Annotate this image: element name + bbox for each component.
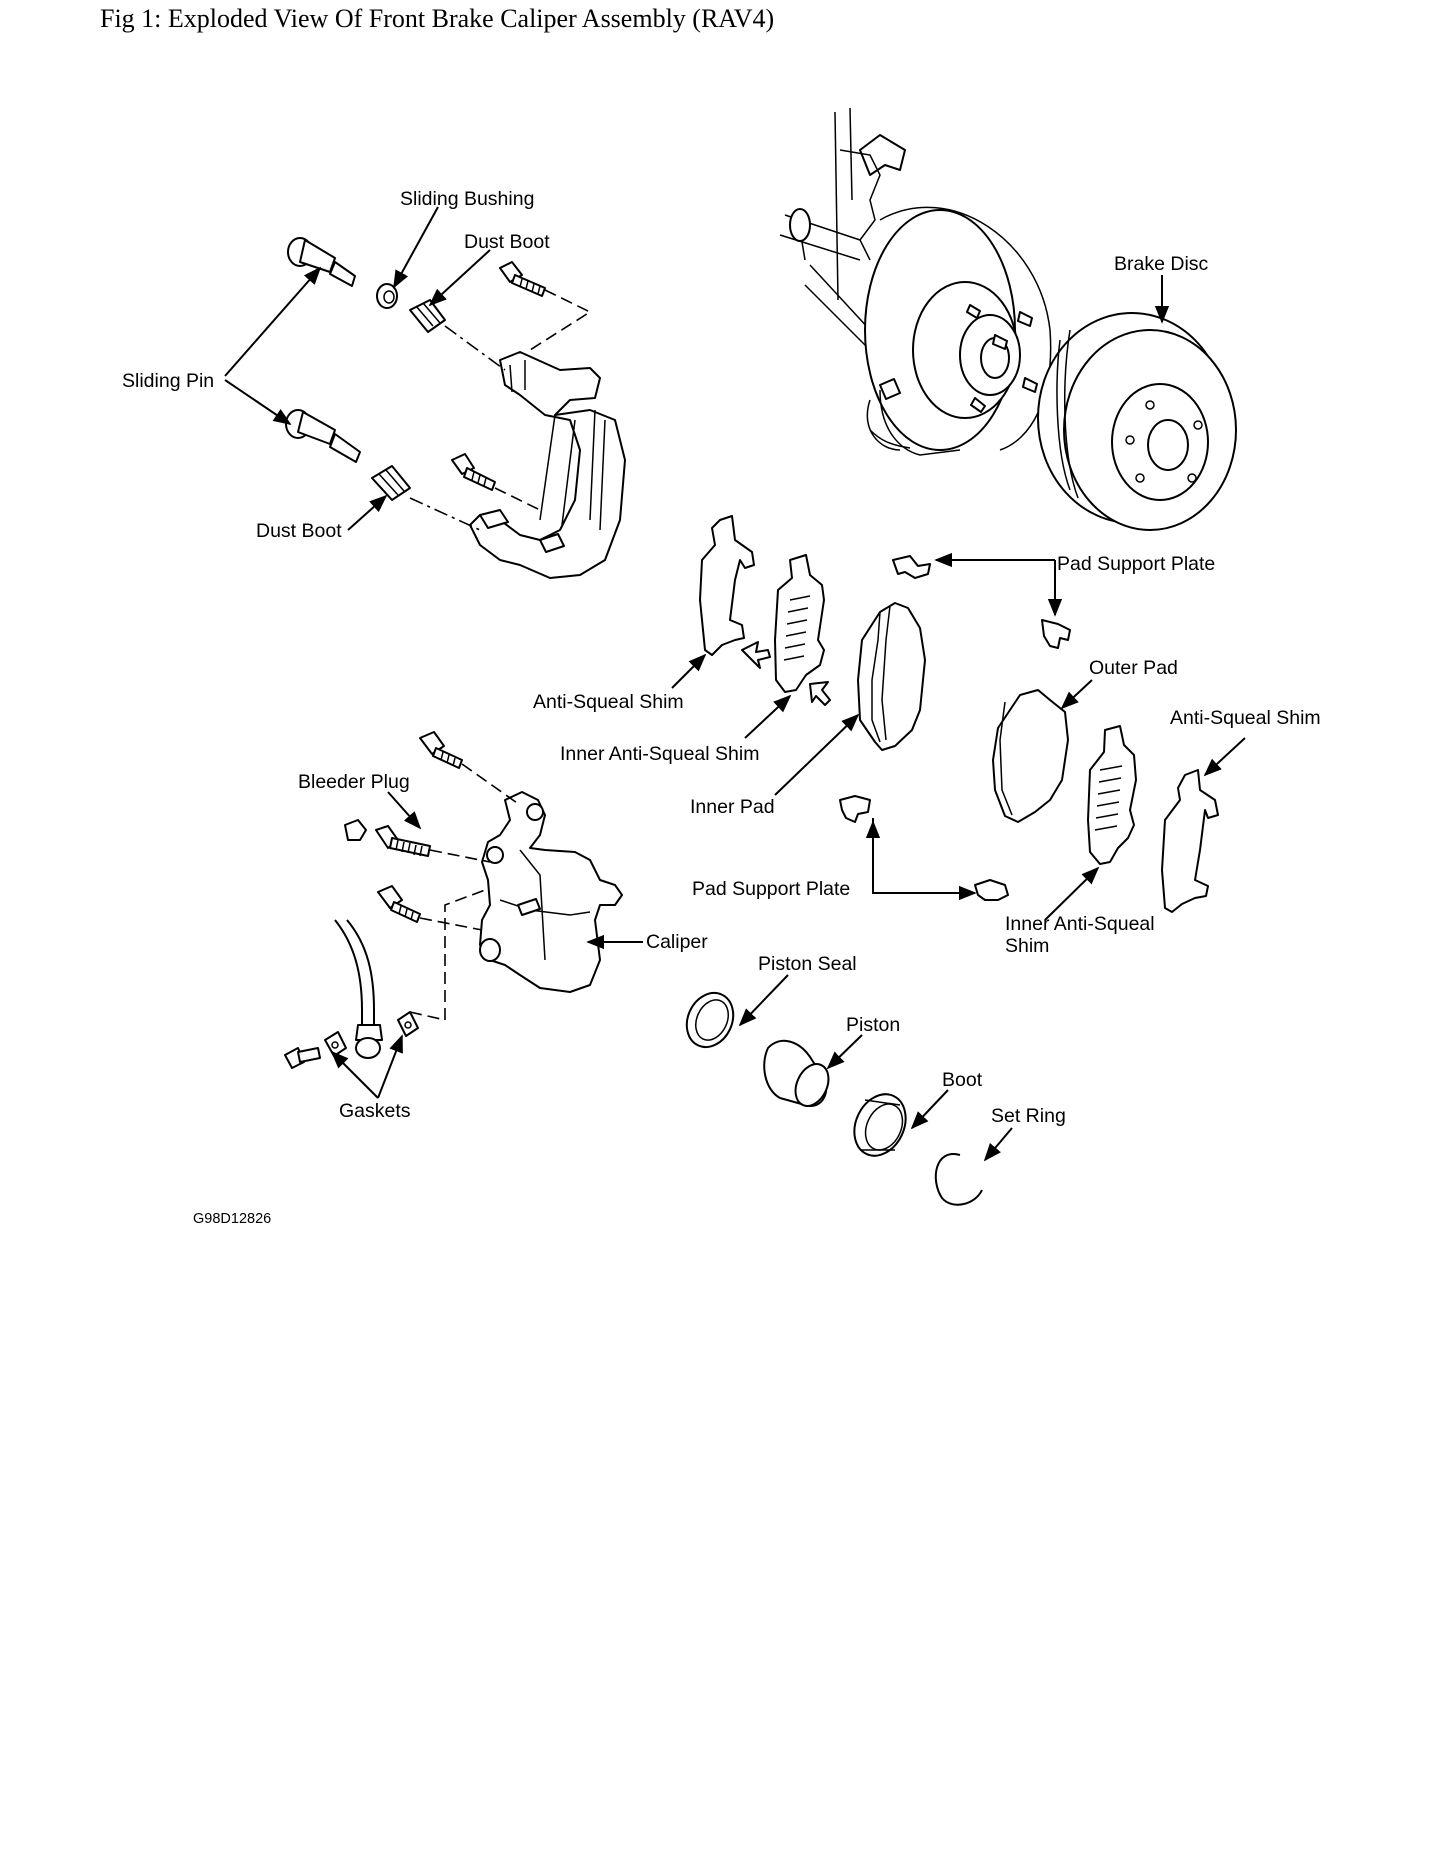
- union-bolt: [284, 1047, 321, 1069]
- piston-part: [763, 1039, 830, 1107]
- steering-knuckle-hub: [779, 107, 1052, 456]
- label-inner-pad: Inner Pad: [690, 796, 775, 818]
- label-dust-boot-bottom: Dust Boot: [256, 520, 342, 542]
- label-dust-boot-top: Dust Boot: [464, 231, 550, 253]
- label-gaskets: Gaskets: [339, 1100, 411, 1122]
- caliper-body: [479, 791, 623, 993]
- dust-boot-bottom-part: [371, 465, 411, 501]
- pad-support-plate-top-part: [892, 555, 931, 579]
- pad-support-plate-bottom-part: [974, 879, 1009, 901]
- set-ring-part: [934, 1153, 983, 1206]
- gasket-right: [397, 1011, 419, 1037]
- label-brake-disc: Brake Disc: [1114, 253, 1209, 275]
- caliper-bolt-top: [419, 731, 463, 769]
- leader-lines: [224, 206, 1246, 1162]
- dashed-line-hose: [444, 889, 486, 1020]
- label-sliding-pin: Sliding Pin: [122, 370, 214, 392]
- label-anti-squeal-shim-right: Anti-Squeal Shim: [1170, 707, 1321, 729]
- dashed-line-gasket: [409, 1011, 446, 1021]
- pad-support-plate-right-part: [1041, 619, 1071, 649]
- label-inner-anti-squeal-shim-left: Inner Anti-Squeal Shim: [560, 743, 759, 765]
- center-line-top: [444, 325, 506, 371]
- dashed-line-bleeder: [429, 849, 491, 863]
- piston-seal-part: [685, 991, 735, 1049]
- dust-boot-top-part: [409, 299, 446, 333]
- sliding-pin-bottom: [285, 409, 361, 463]
- bolt-top: [499, 261, 546, 297]
- label-pad-support-plate-bottom: Pad Support Plate: [692, 878, 850, 900]
- pad-support-plate-middle-part: [839, 795, 871, 823]
- brake-disc: [1037, 312, 1237, 531]
- label-caliper: Caliper: [646, 931, 708, 953]
- dashed-line-middle-bolt: [494, 487, 541, 511]
- label-sliding-bushing: Sliding Bushing: [400, 188, 534, 210]
- figure-code: G98D12826: [193, 1211, 271, 1227]
- label-piston-seal: Piston Seal: [758, 953, 857, 975]
- direction-arrow-right: [809, 681, 831, 706]
- label-set-ring: Set Ring: [991, 1105, 1066, 1127]
- center-line-bottom: [409, 497, 481, 531]
- label-bleeder-plug: Bleeder Plug: [298, 771, 410, 793]
- label-piston: Piston: [846, 1014, 900, 1036]
- dashed-line-top-bolt: [529, 289, 592, 351]
- label-boot: Boot: [942, 1069, 983, 1091]
- label-outer-pad: Outer Pad: [1089, 657, 1178, 679]
- gasket-left: [324, 1031, 347, 1057]
- bolt-middle: [451, 453, 496, 491]
- outer-pad: [992, 689, 1069, 823]
- boot-part: [853, 1093, 907, 1157]
- label-inner-anti-squeal-shim-right-line1: Inner Anti-Squeal: [1005, 913, 1155, 935]
- bleeder-plug-part: [344, 819, 431, 857]
- inner-pad: [857, 602, 926, 751]
- label-inner-anti-squeal-shim-right-line2: Shim: [1005, 935, 1049, 957]
- dashed-line-caliper-bottom: [419, 917, 483, 931]
- caliper-bolt-bottom: [377, 885, 421, 923]
- anti-squeal-shim-right: [1161, 769, 1219, 913]
- figure-title: Fig 1: Exploded View Of Front Brake Cali…: [100, 4, 775, 33]
- label-anti-squeal-shim-left: Anti-Squeal Shim: [533, 691, 684, 713]
- sliding-pin-top: [287, 237, 356, 287]
- inner-anti-squeal-shim-left: [774, 554, 825, 693]
- brake-hose: [334, 919, 383, 1059]
- direction-arrow-left: [741, 641, 771, 669]
- sliding-bushing: [376, 283, 398, 309]
- anti-squeal-shim-left: [699, 515, 755, 656]
- label-pad-support-plate-top: Pad Support Plate: [1057, 553, 1215, 575]
- dashed-line-caliper-top: [461, 763, 521, 806]
- inner-anti-squeal-shim-right: [1087, 725, 1137, 865]
- mounting-bracket: [469, 351, 626, 579]
